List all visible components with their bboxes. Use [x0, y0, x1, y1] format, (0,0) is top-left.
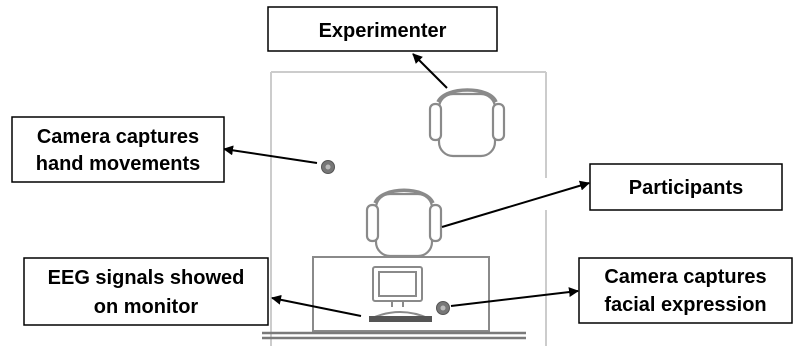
hand-camera-arrow [223, 145, 318, 164]
camera-hand-label-box: Camera captures hand movements [11, 116, 225, 183]
participant-chair-icon [365, 188, 443, 258]
experimenter-label-box: Experimenter [267, 6, 498, 52]
eeg-label-line1: EEG signals showed [48, 267, 245, 289]
experimenter-arrow [412, 53, 448, 89]
camera-hand-label-line1: Camera captures [37, 126, 199, 148]
camera-face-label-line2: facial expression [604, 294, 766, 316]
eeg-label-line2: on monitor [94, 296, 199, 318]
hand-camera-icon [321, 160, 335, 174]
participants-arrow [441, 180, 590, 228]
camera-face-label-line1: Camera captures [604, 266, 766, 288]
eeg-arrow [271, 294, 362, 317]
participants-label: Participants [629, 177, 743, 199]
keyboard-icon [369, 311, 432, 322]
face-camera-arrow [450, 287, 579, 307]
eeg-label-box: EEG signals showed on monitor [23, 257, 269, 326]
experimenter-chair-icon [428, 88, 506, 158]
monitor-icon [372, 266, 423, 307]
camera-face-label-box: Camera captures facial expression [578, 257, 793, 324]
experimenter-label: Experimenter [319, 20, 447, 42]
room-outline [270, 71, 547, 346]
camera-hand-label-line2: hand movements [36, 153, 200, 175]
face-camera-icon [436, 301, 450, 315]
participants-label-box: Participants [589, 163, 783, 211]
